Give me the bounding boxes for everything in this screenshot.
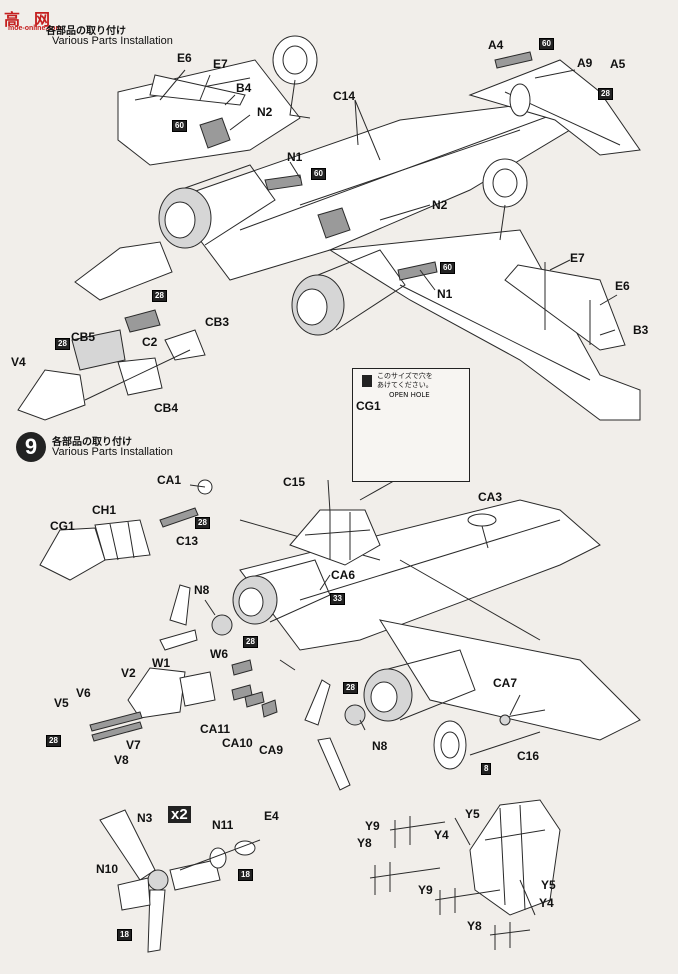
label-y8: Y8 xyxy=(357,836,372,850)
step-top-title-jp: 各部品の取り付け xyxy=(46,26,126,37)
label-e7: E7 xyxy=(213,57,228,71)
color-badge-28-f: 28 xyxy=(343,682,358,694)
label-y5: Y5 xyxy=(465,807,480,821)
upper-airframe-drawing xyxy=(17,35,641,421)
label-cb3: CB3 xyxy=(205,315,230,329)
note-text-jp-1: このサイズで穴を xyxy=(377,372,433,380)
color-badge-28-e: 28 xyxy=(243,636,258,648)
label-y5-lower: Y5 xyxy=(541,878,556,892)
watermark-char-2: 网 xyxy=(34,12,51,29)
label-y8-lower: Y8 xyxy=(467,919,482,933)
label-cg1: CG1 xyxy=(50,519,75,533)
label-y4-lower: Y4 xyxy=(539,896,554,910)
label-a5: A5 xyxy=(610,57,626,71)
label-ca11: CA11 xyxy=(200,722,231,736)
label-e4: E4 xyxy=(264,809,279,823)
label-n2-right: N2 xyxy=(432,198,448,212)
label-y9-lower: Y9 xyxy=(418,883,433,897)
color-badge-28-g: 28 xyxy=(46,735,61,747)
label-w1: W1 xyxy=(152,656,170,670)
label-n1: N1 xyxy=(287,150,303,164)
label-v7: V7 xyxy=(126,738,141,752)
color-badge-28-d: 28 xyxy=(195,517,210,529)
watermark-logo: 高网 xyxy=(4,6,50,30)
color-badge-60-b: 60 xyxy=(172,120,187,132)
label-b4: B4 xyxy=(236,81,252,95)
label-v5: V5 xyxy=(54,696,69,710)
label-ca6: CA6 xyxy=(331,568,356,582)
label-y4: Y4 xyxy=(434,828,449,842)
color-badge-28-c: 28 xyxy=(55,338,70,350)
label-v4: V4 xyxy=(11,355,26,369)
step-9-title-en: Various Parts Installation xyxy=(52,446,173,458)
label-c16: C16 xyxy=(517,749,540,763)
open-hole-note xyxy=(352,368,470,482)
label-ch1: CH1 xyxy=(92,503,117,517)
note-text-jp-2: あけてください。 xyxy=(377,381,433,389)
label-a4: A4 xyxy=(488,38,504,52)
nose-glazing-drawing xyxy=(369,799,561,950)
label-c13: C13 xyxy=(176,534,199,548)
label-b3: B3 xyxy=(633,323,649,337)
color-badge-8: 8 xyxy=(481,763,492,775)
step9-airframe-drawing xyxy=(39,479,641,791)
label-n8: N8 xyxy=(194,583,210,597)
label-ca1: CA1 xyxy=(157,473,182,487)
label-c2: C2 xyxy=(142,335,158,349)
label-n2: N2 xyxy=(257,105,273,119)
label-v6: V6 xyxy=(76,686,91,700)
label-ca10: CA10 xyxy=(222,736,253,750)
label-e6: E6 xyxy=(177,51,192,65)
label-ca3: CA3 xyxy=(478,490,503,504)
label-w6: W6 xyxy=(210,647,228,661)
label-c14: C14 xyxy=(333,89,356,103)
label-v2: V2 xyxy=(121,666,136,680)
label-ca7: CA7 xyxy=(493,676,518,690)
color-badge-28-a: 28 xyxy=(598,88,613,100)
color-badge-28-b: 28 xyxy=(152,290,167,302)
note-text-en: OPEN HOLE xyxy=(389,391,430,399)
label-n10: N10 xyxy=(96,862,119,876)
color-badge-33: 33 xyxy=(330,593,345,605)
label-e7-right: E7 xyxy=(570,251,585,265)
watermark-char-1: 高 xyxy=(4,12,21,29)
label-v8: V8 xyxy=(114,753,129,767)
label-a9: A9 xyxy=(577,56,593,70)
color-badge-60-a: 60 xyxy=(539,38,554,50)
color-badge-60-d: 60 xyxy=(440,262,455,274)
propeller-drawing xyxy=(99,809,261,953)
note-part-label: CG1 xyxy=(356,399,381,413)
label-ca9: CA9 xyxy=(259,743,284,757)
color-badge-18-a: 18 xyxy=(238,869,253,881)
label-cb5: CB5 xyxy=(71,330,96,344)
label-c15: C15 xyxy=(283,475,306,489)
label-n8-lower: N8 xyxy=(372,739,388,753)
color-badge-18-b: 18 xyxy=(117,929,132,941)
label-n11: N11 xyxy=(212,818,234,832)
drill-icon xyxy=(362,375,372,387)
color-badge-60-c: 60 xyxy=(311,168,326,180)
step-9-title-jp: 各部品の取り付け xyxy=(52,437,132,448)
label-y9: Y9 xyxy=(365,819,380,833)
step-top-title-en: Various Parts Installation xyxy=(52,35,173,47)
label-n3: N3 xyxy=(137,811,153,825)
quantity-multiplier: x2 xyxy=(168,806,191,823)
label-e6-right: E6 xyxy=(615,279,630,293)
label-n1-right: N1 xyxy=(437,287,453,301)
step-9-number: 9 xyxy=(16,432,46,462)
label-cb4: CB4 xyxy=(154,401,179,415)
watermark-url: moe-online.com xyxy=(8,25,62,32)
